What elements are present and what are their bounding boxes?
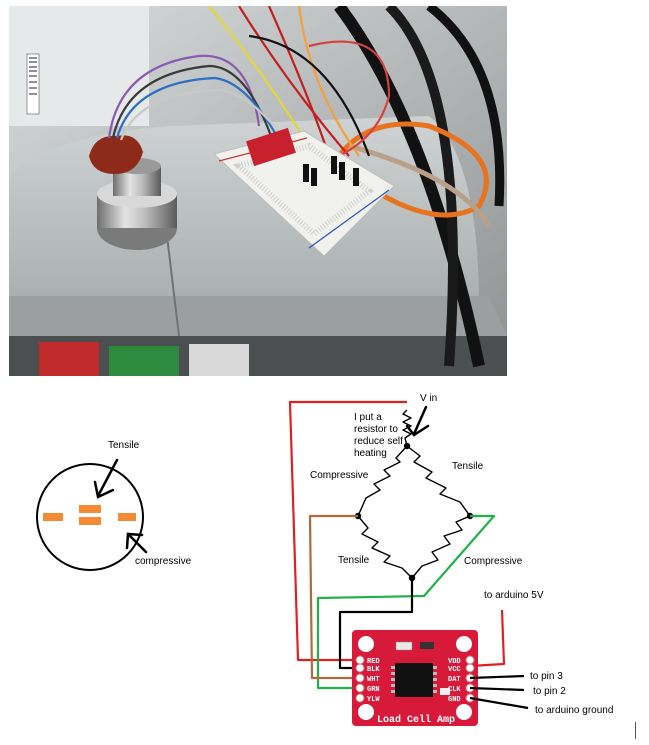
label-gauge-compressive: compressive [135, 556, 192, 567]
pin-label-vdd: VDD [448, 658, 461, 666]
wheatstone-bridge [357, 409, 471, 579]
label-resistor-note: I put a resistor to reduce self heating [354, 412, 403, 459]
board-title: Load Cell Amp [377, 714, 455, 726]
gauge-pad-right [118, 513, 136, 521]
pin-label-gnd: GND [448, 696, 461, 704]
pin-label-dat: DAT [448, 676, 461, 684]
pin-label-red: RED [367, 658, 380, 666]
label-to-arduino-ground: to arduino ground [535, 705, 614, 716]
gnd-wire [469, 696, 529, 710]
black-wire [338, 578, 414, 670]
brown-wire [308, 514, 360, 680]
self-heating-resistor [402, 409, 412, 447]
label-compressive-top-left: Compressive [310, 470, 369, 481]
pin-label-grn: GRN [367, 686, 380, 694]
barcode-label [26, 53, 40, 115]
gauge-pad-top [79, 505, 101, 513]
strain-gauge-tensile-bottom [357, 515, 413, 579]
red-5v-wire [469, 609, 506, 668]
label-tensile-bottom-left: Tensile [338, 555, 370, 566]
amp-board-photo [246, 127, 296, 167]
label-to-pin-2: to pin 2 [533, 686, 566, 697]
gauge-pad-bottom [79, 517, 101, 525]
text-cursor [635, 722, 636, 739]
label-gauge-tensile: Tensile [108, 440, 140, 451]
strain-gauge-tensile-top [406, 445, 471, 517]
pin-label-wht: WHT [367, 676, 380, 684]
setup-photo [9, 6, 507, 376]
strain-gauge-compressive-top [357, 445, 408, 517]
red-wire [288, 400, 407, 662]
pin-label-blk: BLK [367, 666, 380, 674]
pin-label-clk: CLK [448, 686, 461, 694]
amp-chip [395, 663, 433, 697]
compressive-arrow [126, 532, 148, 554]
clk-wire [469, 686, 525, 692]
label-compressive-bottom-right: Compressive [464, 556, 523, 567]
rtv-sealant-blob [89, 135, 143, 174]
green-wire [316, 514, 496, 690]
label-to-pin-3: to pin 3 [530, 671, 563, 682]
v-in-arrow [405, 405, 430, 437]
strain-gauge-compressive-bottom [411, 515, 471, 579]
pin-label-ylw: YLW [367, 696, 380, 704]
node-top [403, 442, 411, 450]
dat-wire [469, 674, 525, 680]
label-to-arduino-5v: to arduino 5V [484, 590, 544, 601]
setup-photo-illustration [9, 6, 507, 376]
label-tensile-top-right: Tensile [452, 461, 484, 472]
load-cell-amp-board: RED BLK WHT GRN YLW VDD VCC DAT CLK GND … [352, 630, 478, 726]
gauge-pad-left [43, 513, 63, 521]
label-v-in: V in [420, 393, 438, 404]
pin-label-vcc: VCC [448, 666, 461, 674]
tensile-arrow [96, 458, 119, 498]
strain-gauge-sketch [36, 458, 148, 571]
